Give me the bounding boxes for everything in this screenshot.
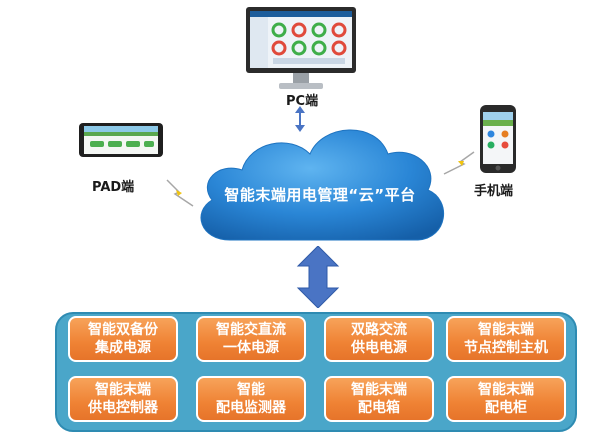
module-line-1: 双路交流 [351, 322, 407, 338]
module-distribution-monitor: 智能 配电监测器 [196, 376, 306, 422]
module-line-2: 配电箱 [358, 400, 400, 416]
module-line-2: 配电监测器 [216, 400, 286, 416]
cloud-tray-arrow-icon [296, 246, 340, 308]
module-supply-controller: 智能末端 供电控制器 [68, 376, 178, 422]
module-line-1: 智能 [237, 382, 265, 398]
phone-wireless-link-icon [443, 151, 475, 175]
module-line-1: 智能双备份 [88, 322, 158, 338]
module-node-control-host: 智能末端 节点控制主机 [446, 316, 566, 362]
module-line-2: 配电柜 [485, 400, 527, 416]
module-line-1: 智能末端 [478, 322, 534, 338]
pc-monitor-icon [246, 7, 356, 89]
module-acdc-power: 智能交直流 一体电源 [196, 316, 306, 362]
cloud-platform-shape [200, 129, 444, 241]
module-distribution-cabinet: 智能末端 配电柜 [446, 376, 566, 422]
pad-tablet-icon [79, 123, 163, 157]
module-line-2: 一体电源 [223, 340, 279, 356]
module-line-1: 智能末端 [478, 382, 534, 398]
module-dual-backup-power: 智能双备份 集成电源 [68, 316, 178, 362]
cloud-platform-title: 智能末端用电管理“云”平台 [224, 186, 416, 204]
pc-label: PC端 [286, 94, 319, 109]
module-line-2: 集成电源 [95, 340, 151, 356]
module-line-1: 智能末端 [351, 382, 407, 398]
pc-cloud-arrow-icon [295, 106, 305, 132]
pad-wireless-link-icon [166, 179, 194, 207]
module-distribution-box: 智能末端 配电箱 [324, 376, 434, 422]
phone-icon [480, 105, 516, 173]
module-line-2: 节点控制主机 [464, 340, 548, 356]
pad-label: PAD端 [92, 180, 135, 195]
phone-label: 手机端 [474, 184, 514, 199]
module-dual-ac-power: 双路交流 供电电源 [324, 316, 434, 362]
module-line-1: 智能交直流 [216, 322, 286, 338]
module-line-2: 供电控制器 [88, 400, 158, 416]
module-line-1: 智能末端 [95, 382, 151, 398]
module-line-2: 供电电源 [351, 340, 407, 356]
